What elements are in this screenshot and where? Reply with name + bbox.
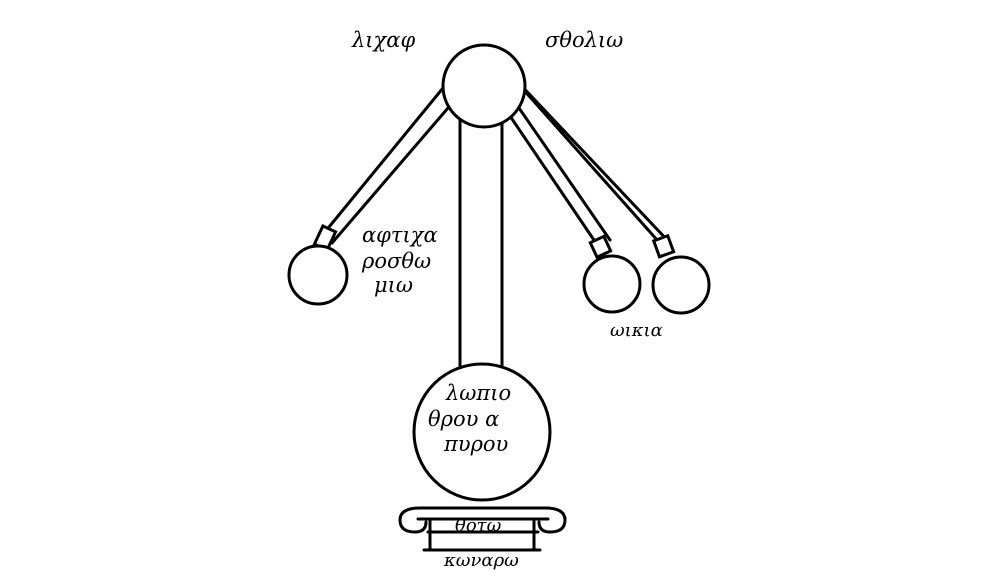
plinth <box>398 506 567 552</box>
left-ropes <box>318 86 450 245</box>
plinth-label-line-2: κωναρω <box>443 550 519 571</box>
top-right-label: σθολιω <box>545 28 623 52</box>
base-label-line-2: θρου α <box>428 407 499 431</box>
base-label-line-3: πυρου <box>443 432 509 456</box>
right-weight-2 <box>651 233 711 315</box>
base-sphere <box>412 362 552 502</box>
left-label-line-1: αφτιχα <box>362 223 438 247</box>
right-label: ωικια <box>610 320 663 341</box>
right-weight-2-hook <box>651 233 676 259</box>
right-weight-1 <box>582 234 642 314</box>
right-weight-1-sphere <box>582 254 642 314</box>
right-ropes <box>508 78 672 248</box>
left-weight-sphere <box>287 244 349 306</box>
base-label: λωπιο θρου α πυρου <box>428 381 511 456</box>
top-sphere <box>441 43 527 129</box>
left-label: αφτιχα ροσθω μιω <box>361 223 438 297</box>
left-label-line-3: μιω <box>374 273 413 297</box>
plinth-label-line-1: θοτω <box>455 515 502 536</box>
left-label-line-2: ροσθω <box>361 249 431 273</box>
base-label-line-1: λωπιο <box>445 381 511 405</box>
right-weight-2-sphere <box>651 255 711 315</box>
plinth-label: θοτω κωναρω <box>443 515 519 571</box>
top-left-label: λιχαφ <box>351 28 415 52</box>
central-column <box>458 116 504 377</box>
right-weight-1-hook <box>588 234 613 260</box>
left-weight <box>287 223 349 306</box>
